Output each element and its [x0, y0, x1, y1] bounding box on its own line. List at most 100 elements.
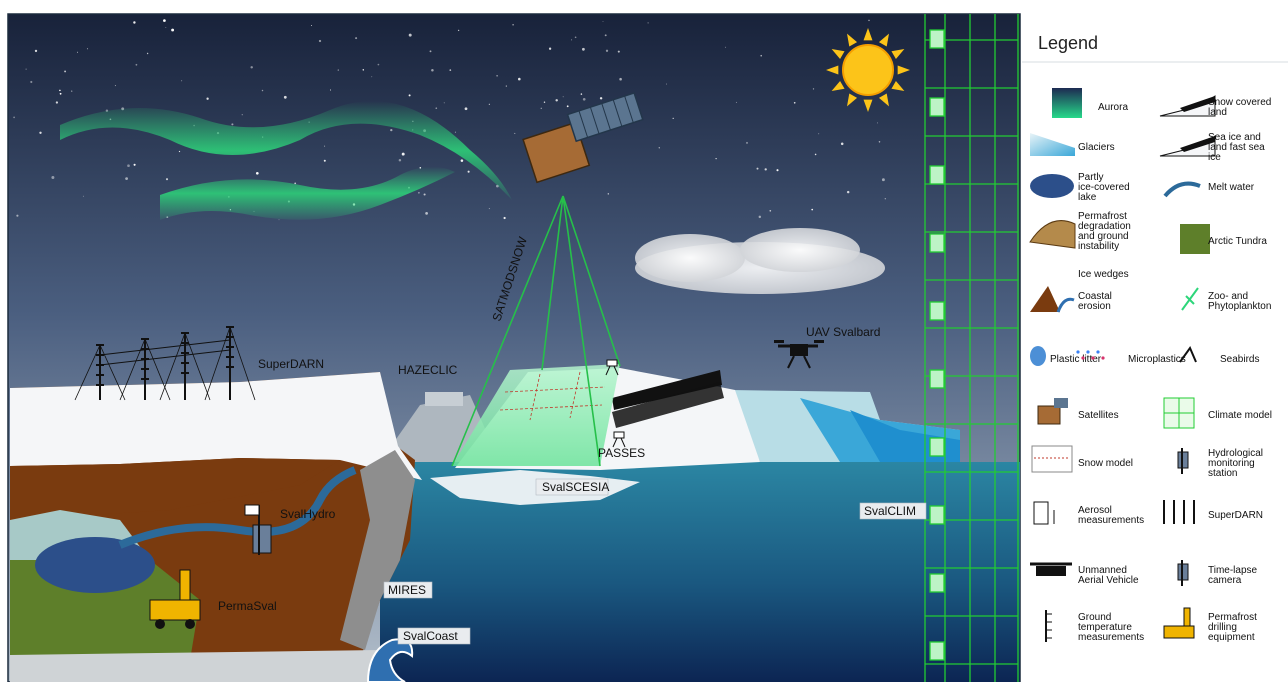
satellite-beams	[451, 195, 621, 467]
legend-item: Aurora	[1052, 88, 1128, 118]
drilling-equipment-icon	[1163, 607, 1195, 639]
melt-water-river	[118, 466, 357, 549]
label-svalhydro: SvalHydro	[280, 507, 336, 521]
drilling-rig-icon	[149, 569, 201, 629]
legend-item: Microplastics	[1076, 350, 1186, 365]
legend-label: Arctic Tundra	[1208, 236, 1267, 247]
time-lapse-camera-icon	[605, 359, 626, 448]
sea-ice-icon	[1159, 135, 1216, 157]
legend-label: Plastic litter	[1050, 354, 1102, 365]
legend-item: Snow model	[1031, 445, 1133, 473]
cloud-icon	[635, 228, 885, 294]
aurora-icon	[60, 101, 512, 220]
legend-label: Climate model	[1208, 410, 1272, 421]
legend-label: Satellites	[1078, 410, 1119, 421]
tundra-icon	[1180, 224, 1210, 254]
seabird-icon	[1179, 345, 1197, 363]
legend-label: SuperDARN	[1208, 510, 1263, 521]
legend-item: Arctic Tundra	[1180, 224, 1267, 254]
label-permasval: PermaSval	[218, 599, 277, 613]
snow-model-icon	[1031, 445, 1073, 473]
sun-icon	[826, 28, 910, 112]
superdarn-legend-icon	[1163, 500, 1195, 524]
permafrost-degradation-icon	[1029, 220, 1076, 249]
legend-item: Satellites	[1037, 398, 1119, 425]
ice-lake-icon	[1030, 174, 1074, 198]
label-svalscesia: SvalSCESIA	[542, 480, 609, 494]
legend-item: Plastic litter	[1030, 346, 1102, 366]
legend-item: SuperDARN	[1163, 500, 1263, 524]
satellite-legend-icon	[1037, 398, 1068, 425]
camera-legend-icon	[1177, 560, 1189, 586]
satellite-footprint	[452, 364, 620, 466]
ground-temperature-icon	[1045, 610, 1052, 642]
legend-item: Climate model	[1163, 397, 1272, 429]
legend-item: Seabirds	[1179, 345, 1259, 365]
radar-array-icon	[74, 326, 256, 401]
coastal-erosion-icon	[1030, 286, 1075, 313]
legend-label: Glaciers	[1078, 142, 1115, 153]
legend-label: Aurora	[1098, 102, 1128, 113]
legend-label: Ice wedges	[1078, 269, 1129, 280]
hydro-station-legend-icon	[1177, 448, 1189, 474]
label-svalcoast: SvalCoast	[403, 629, 458, 643]
drone-icon	[774, 340, 824, 369]
label-hazeclic: HAZECLIC	[398, 363, 458, 377]
label-uav-svalbard: UAV Svalbard	[806, 325, 880, 339]
label-mires: MIRES	[388, 583, 426, 597]
permafrost-land	[10, 372, 422, 682]
satellite-icon	[522, 91, 644, 184]
snow-covered-land-icon	[1159, 95, 1216, 117]
label-passes: PASSES	[598, 446, 645, 460]
label-superdarn: SuperDARN	[258, 357, 324, 371]
legend-label: Microplastics	[1128, 354, 1186, 365]
microplastics-icon	[1076, 350, 1105, 360]
melt-water-icon	[1163, 181, 1201, 198]
coastal-cliff	[340, 450, 415, 650]
climate-model-grid	[924, 14, 1019, 682]
legend-label: Snow model	[1078, 458, 1133, 469]
hydrological-station-icon	[244, 504, 272, 555]
climate-model-icon	[1163, 397, 1195, 429]
plankton-icon	[1181, 287, 1199, 311]
partly-ice-covered-lake	[35, 537, 155, 593]
legend-item: Melt water	[1163, 181, 1255, 198]
label-svalclim: SvalCLIM	[864, 504, 916, 518]
plastic-litter-icon	[1030, 346, 1046, 366]
uav-icon	[1030, 562, 1072, 576]
wave-icon	[366, 638, 414, 682]
glacier-icon	[1030, 133, 1075, 156]
aerosol-icon	[1033, 501, 1055, 525]
legend-item: Ice wedges	[1078, 269, 1129, 280]
legend-item: Glaciers	[1030, 133, 1115, 156]
legend-title: Legend	[1038, 33, 1098, 53]
legend-label: Seabirds	[1220, 354, 1259, 365]
aurora-swatch-icon	[1052, 88, 1082, 118]
